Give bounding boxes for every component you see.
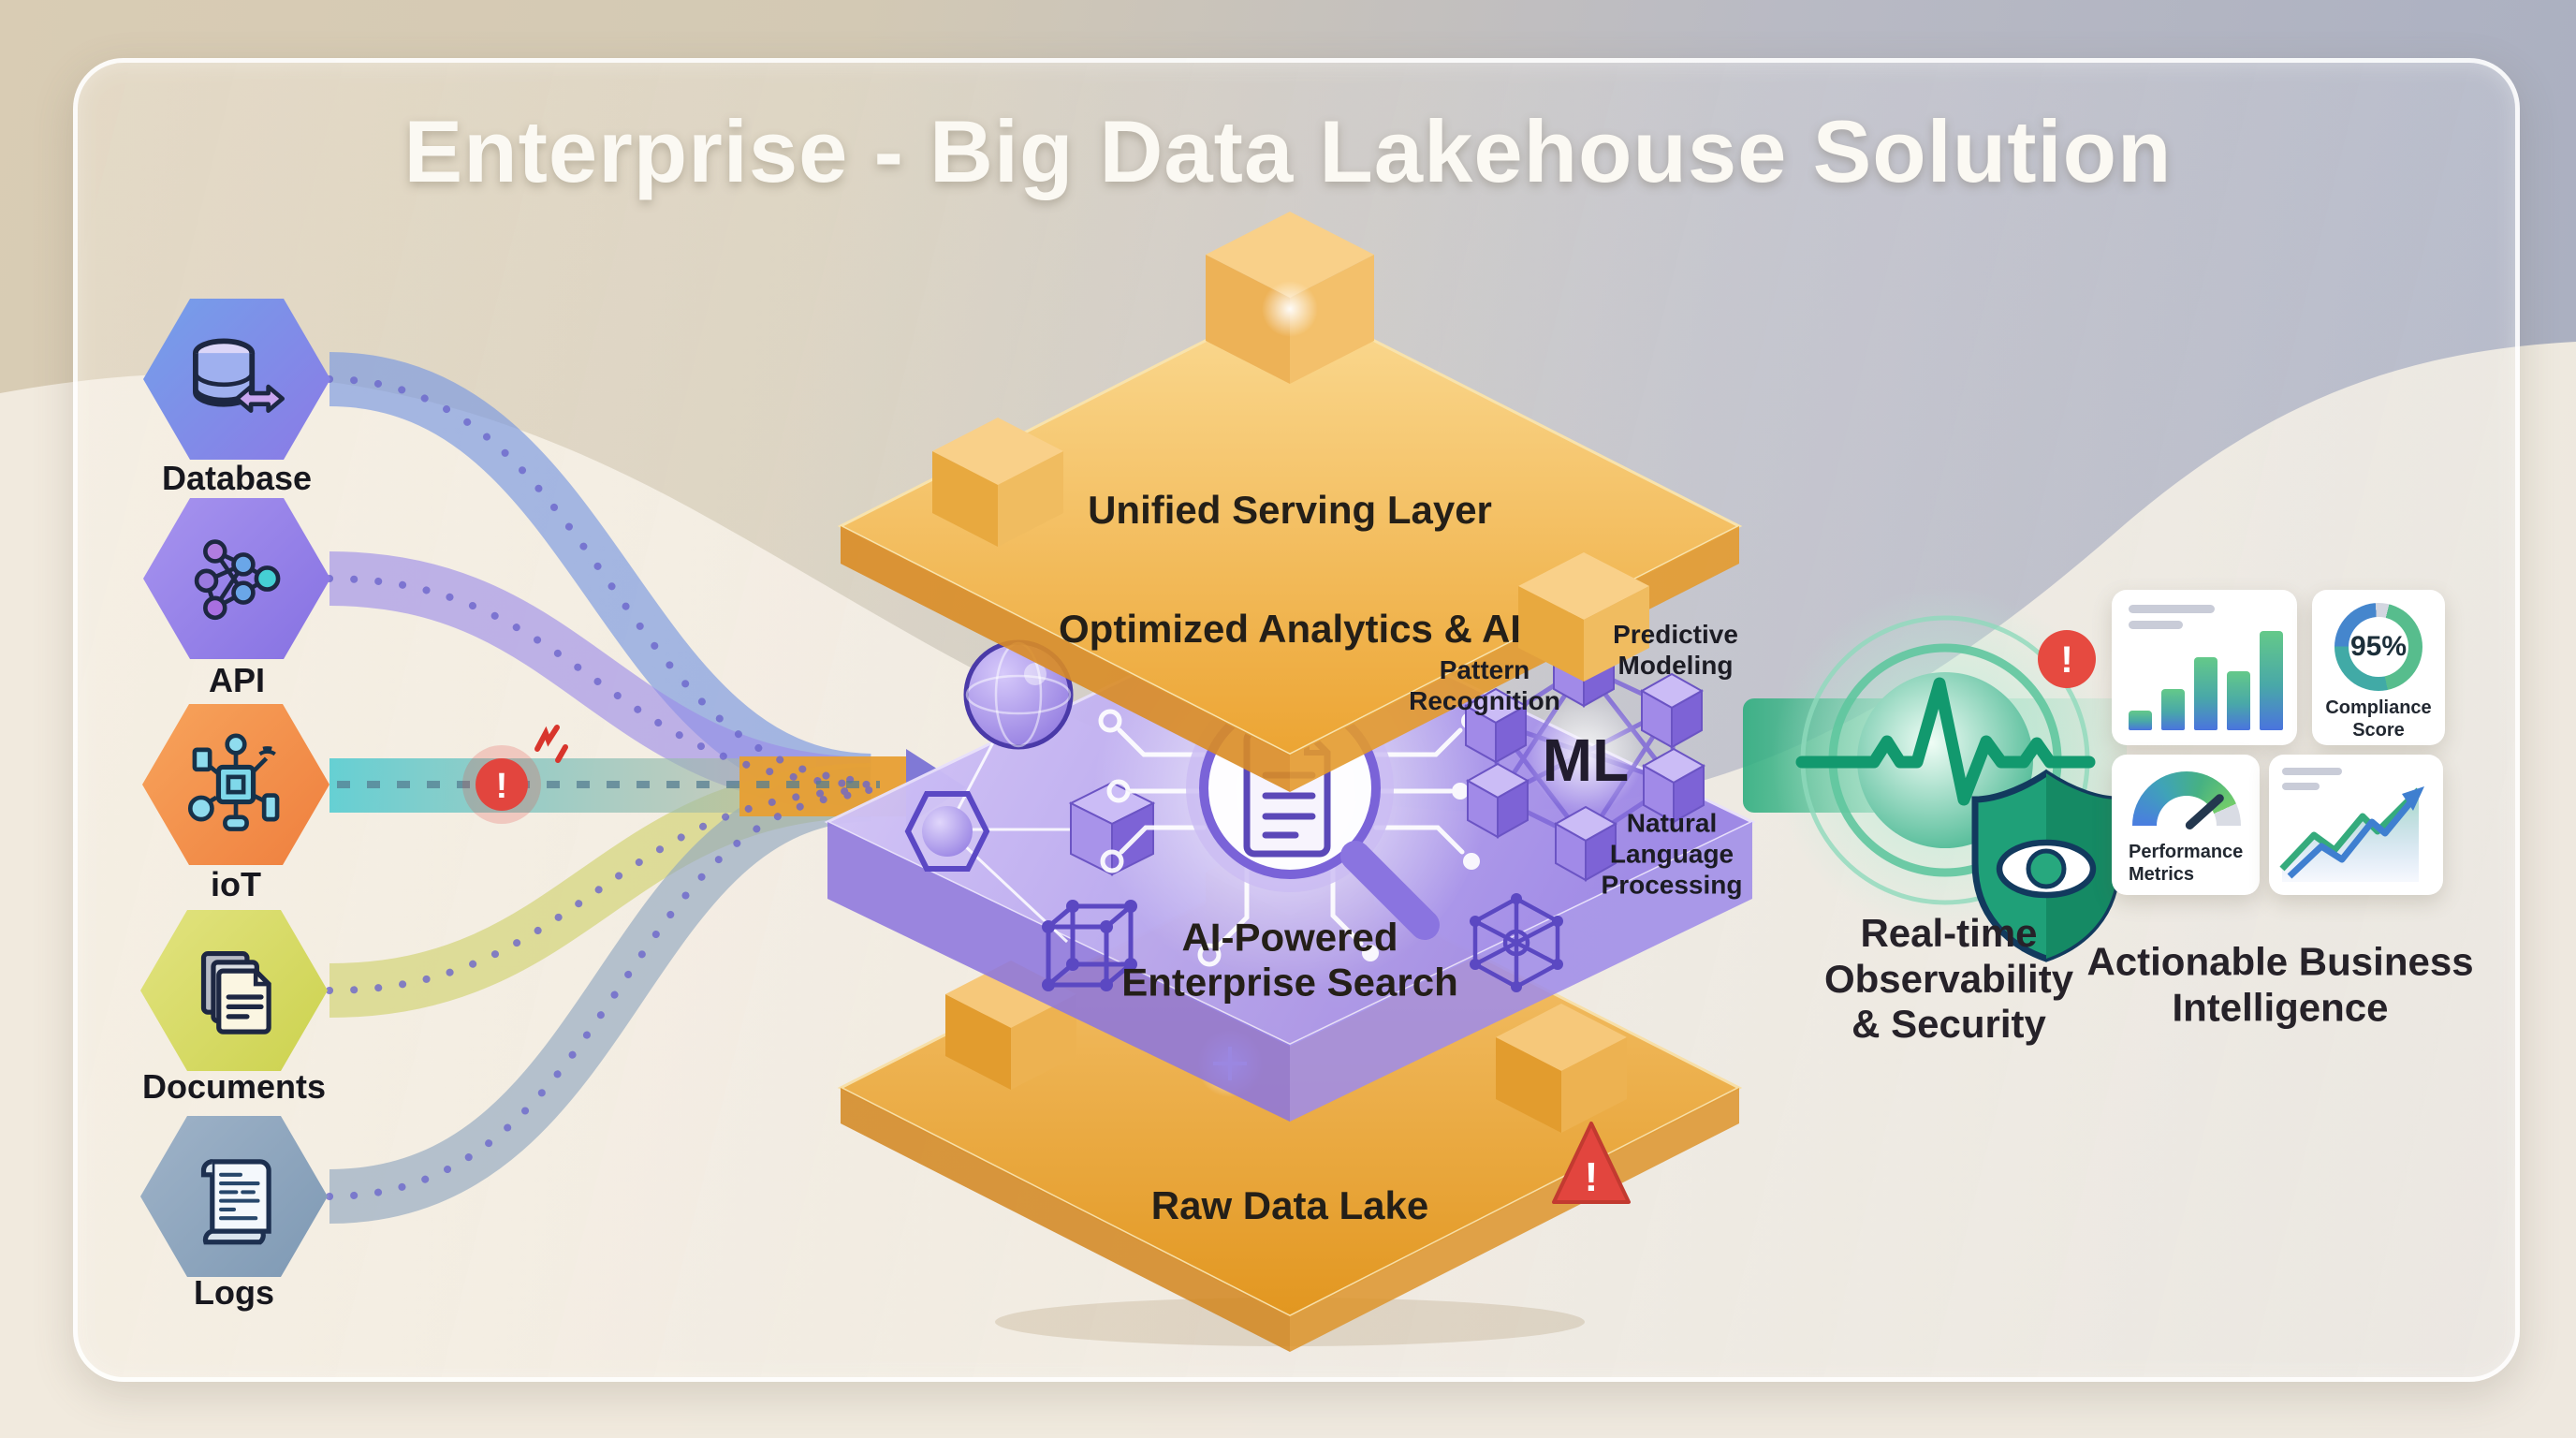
observability-label: Real-time Observability & Security xyxy=(1823,910,2074,1047)
unified-serving-layer xyxy=(837,212,1743,792)
wireframe-network-icon xyxy=(1470,893,1563,992)
bar xyxy=(2227,671,2250,730)
iot-chip-icon xyxy=(187,733,280,831)
hexagon-sphere-icon xyxy=(904,791,990,872)
page-title: Enterprise - Big Data Lakehouse Solution xyxy=(403,102,2173,200)
compliance-donut xyxy=(2334,603,2422,691)
bi-heading: Actionable Business Intelligence xyxy=(2086,939,2474,1029)
stream-alert-icon: ! xyxy=(462,725,568,824)
svg-text:!: ! xyxy=(496,767,508,806)
api-icon xyxy=(194,539,281,621)
bar-chart-card xyxy=(2112,590,2297,745)
source-iot xyxy=(142,704,329,865)
gauge-icon xyxy=(2132,771,2241,826)
source-database-label: Database xyxy=(161,459,313,497)
unified-serving-label: Unified Serving Layer xyxy=(1088,488,1492,532)
performance-card: Performance Metrics xyxy=(2112,755,2260,895)
ai-search-label: AI-Powered Enterprise Search xyxy=(1121,915,1458,1005)
bar xyxy=(2161,689,2185,730)
source-documents-label: Documents xyxy=(141,1067,327,1106)
database-icon xyxy=(193,338,285,413)
source-api-label: API xyxy=(208,661,265,699)
pulse-line-icon xyxy=(1795,677,2096,806)
svg-text:!: ! xyxy=(2060,639,2072,681)
security-shield-icon xyxy=(1971,769,2121,962)
documents-icon xyxy=(200,950,271,1034)
text-placeholder xyxy=(2129,605,2215,613)
trend-chart-icon xyxy=(2279,768,2424,882)
lake-warning-icon: ! xyxy=(1552,1122,1631,1204)
observability-alert-icon: ! xyxy=(2038,630,2096,688)
ml-network xyxy=(1465,632,1705,881)
trend-card xyxy=(2269,755,2443,895)
text-placeholder xyxy=(2129,621,2183,629)
optimized-analytics-label: Optimized Analytics & AI xyxy=(1059,607,1521,651)
wireframe-cube-icon xyxy=(1042,900,1137,991)
raw-data-lake-label: Raw Data Lake xyxy=(1150,1183,1429,1227)
compliance-value: 95% xyxy=(2349,631,2408,662)
bar-chart-bars xyxy=(2129,627,2283,730)
source-logs-label: Logs xyxy=(194,1273,274,1312)
compliance-label: Compliance Score xyxy=(2325,697,2432,741)
performance-label: Performance Metrics xyxy=(2129,842,2244,885)
svg-text:!: ! xyxy=(1585,1154,1599,1200)
bar xyxy=(2260,631,2283,730)
flow-ribbons: ! xyxy=(326,352,966,1224)
bar xyxy=(2129,711,2152,730)
observability-group: ! xyxy=(1743,587,2127,962)
ml-label: ML xyxy=(1542,726,1630,794)
compliance-card: 95% Compliance Score xyxy=(2312,590,2445,745)
bar xyxy=(2194,657,2217,730)
source-api xyxy=(143,498,330,659)
logs-scroll-icon xyxy=(200,1159,271,1245)
source-iot-label: ioT xyxy=(211,865,261,903)
